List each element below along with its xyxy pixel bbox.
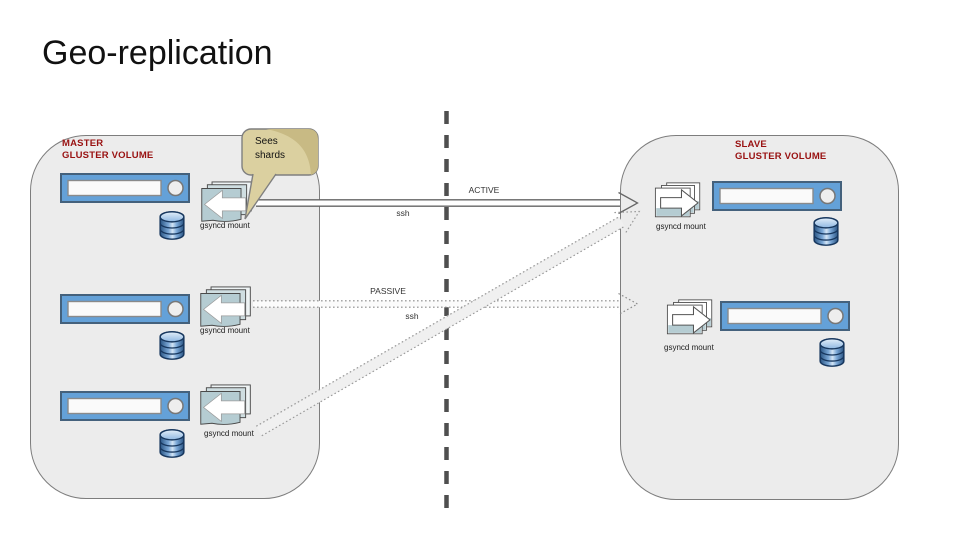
callout-shade: [266, 129, 318, 175]
database-icon: [159, 429, 185, 458]
gsyncd-mount-label: gsyncd mount: [200, 326, 250, 335]
gsyncd-mount-icon: [200, 384, 251, 425]
arrow-left-icon: [202, 392, 246, 423]
server-icon: [712, 181, 842, 211]
arrow-left-icon: [203, 189, 247, 220]
slave-volume-label-line1: SLAVE: [735, 139, 767, 150]
gsyncd-mount-label: gsyncd mount: [664, 343, 714, 352]
callout-text: Sees shards: [255, 135, 285, 162]
callout-tail-outline: [244, 173, 277, 220]
arrow-left-icon: [202, 294, 246, 325]
arrow-right-icon: [672, 305, 711, 334]
active-protocol-label: ssh: [396, 208, 410, 218]
master-volume-label-line1: MASTER: [62, 138, 104, 149]
gsyncd-mount-icon: [654, 182, 701, 218]
database-icon: [159, 331, 185, 360]
gsyncd-mount-icon: [200, 286, 251, 327]
slave-volume-label: SLAVE GLUSTER VOLUME: [735, 139, 826, 163]
server-icon: [60, 173, 190, 203]
passive-connection-label: PASSIVE: [370, 286, 406, 296]
database-icon: [819, 338, 845, 367]
gsyncd-mount-label: gsyncd mount: [200, 221, 250, 230]
gsyncd-mount-icon: [666, 299, 713, 335]
database-icon: [159, 211, 185, 240]
passive-protocol-label: ssh: [405, 311, 419, 321]
database-icon: [813, 217, 839, 246]
slave-volume-label-line2: GLUSTER VOLUME: [735, 151, 827, 162]
callout-text-line2: shards: [255, 149, 286, 161]
active-connection-label: ACTIVE: [468, 185, 500, 195]
server-icon: [60, 294, 190, 324]
sees-shards-callout: [241, 128, 319, 220]
arrow-right-icon: [660, 188, 699, 217]
slide-title: Geo-replication: [42, 34, 273, 72]
callout-text-line1: Sees: [255, 136, 278, 147]
gsyncd-mount-label: gsyncd mount: [204, 429, 254, 438]
master-volume-label-line2: GLUSTER VOLUME: [62, 150, 154, 161]
server-icon: [60, 391, 190, 421]
server-icon: [720, 301, 850, 331]
gsyncd-mount-icon: [201, 181, 252, 222]
master-volume-label: MASTER GLUSTER VOLUME: [62, 138, 153, 162]
gsyncd-mount-label: gsyncd mount: [656, 222, 706, 231]
